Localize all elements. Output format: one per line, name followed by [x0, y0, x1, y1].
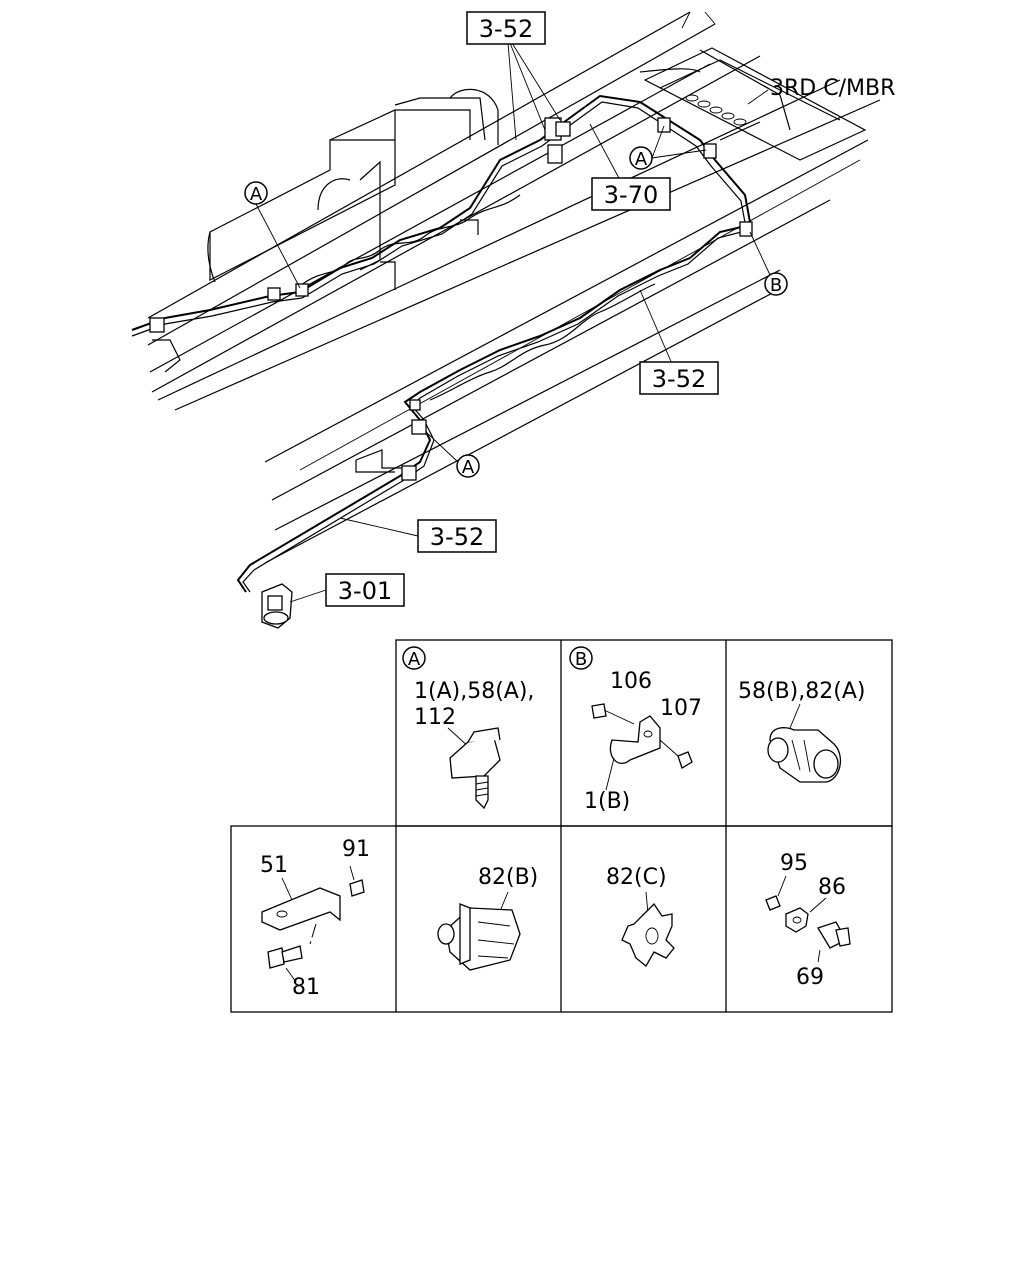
- svg-text:1(A),58(A),: 1(A),58(A),: [414, 679, 534, 704]
- pipe-clips: [149, 117, 753, 481]
- crossmember-label: 3RD C/MBR: [770, 76, 895, 101]
- callout-b-right: B: [764, 272, 788, 296]
- svg-text:B: B: [575, 649, 587, 670]
- svg-text:A: A: [462, 457, 475, 478]
- ref-box-right: 3-52: [639, 361, 719, 395]
- svg-text:3-52: 3-52: [652, 365, 706, 393]
- detail-cell-g: 95 86 69: [765, 851, 851, 990]
- svg-text:112: 112: [414, 705, 456, 730]
- detail-cell-b: B 106 107 1(B): [569, 646, 702, 814]
- svg-text:3-52: 3-52: [479, 15, 533, 43]
- svg-text:91: 91: [342, 837, 370, 862]
- detail-cell-d: 51 91 81: [260, 837, 370, 1000]
- leader-lines: [255, 42, 771, 603]
- crossmember-holes: [685, 94, 747, 126]
- svg-text:82(C): 82(C): [606, 865, 667, 890]
- svg-text:82(B): 82(B): [478, 865, 538, 890]
- brake-pipes: [131, 94, 751, 593]
- ref-box-low: 3-52: [417, 519, 497, 553]
- svg-text:95: 95: [780, 851, 808, 876]
- svg-text:3-70: 3-70: [604, 181, 658, 209]
- svg-text:69: 69: [796, 965, 824, 990]
- ref-box-valve: 3-01: [325, 573, 405, 607]
- detail-cell-c: 58(B),82(A): [738, 679, 865, 783]
- frame-illustration: [147, 11, 881, 564]
- svg-text:58(B),82(A): 58(B),82(A): [738, 679, 865, 704]
- detail-cell-e: 82(B): [437, 865, 538, 971]
- detail-cell-a: A 1(A),58(A), 112: [402, 646, 534, 810]
- svg-text:A: A: [635, 149, 648, 170]
- svg-text:51: 51: [260, 853, 288, 878]
- detail-cell-f: 82(C): [606, 865, 675, 967]
- svg-text:1(B): 1(B): [584, 789, 630, 814]
- svg-text:B: B: [770, 275, 782, 296]
- detail-table: [230, 639, 893, 1013]
- svg-text:107: 107: [660, 696, 702, 721]
- ref-box-mid: 3-70: [591, 177, 671, 211]
- callout-a-low: A: [456, 454, 480, 478]
- svg-text:A: A: [408, 649, 421, 670]
- svg-text:81: 81: [292, 975, 320, 1000]
- svg-text:3-01: 3-01: [338, 577, 392, 605]
- svg-text:3-52: 3-52: [430, 523, 484, 551]
- valve-fitting: [261, 583, 293, 629]
- callout-a-top: A: [629, 146, 653, 170]
- callout-a-left: A: [244, 181, 268, 205]
- ref-box-top: 3-52: [466, 11, 546, 45]
- svg-text:A: A: [250, 184, 263, 205]
- svg-text:86: 86: [818, 875, 846, 900]
- svg-text:106: 106: [610, 669, 652, 694]
